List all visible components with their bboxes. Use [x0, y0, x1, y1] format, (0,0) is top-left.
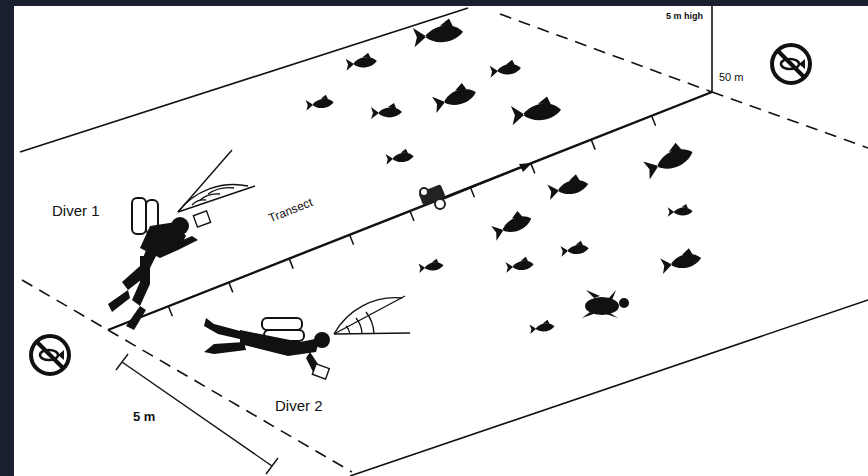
- end-boundary: [500, 14, 712, 92]
- dimension-tick: [116, 354, 128, 370]
- transect-ticks: [168, 116, 655, 316]
- dimension-label: Diver 1: [52, 203, 100, 220]
- fish: [305, 94, 334, 111]
- transect-tick: [350, 235, 354, 245]
- fish: [345, 52, 377, 71]
- dimension-tick: [266, 458, 278, 474]
- dimension-label: Diver 2: [275, 398, 323, 415]
- fish: [510, 95, 562, 125]
- transect-line: [108, 92, 712, 330]
- start-boundary: [22, 280, 108, 330]
- fish: [529, 319, 555, 334]
- fish: [641, 138, 696, 179]
- fish: [431, 80, 479, 113]
- camera: [418, 184, 445, 209]
- transect-tick: [229, 282, 233, 292]
- fish: [659, 246, 702, 273]
- frame-top: [0, 0, 868, 6]
- transect-tick: [652, 116, 656, 126]
- turtle: [582, 290, 629, 318]
- fish: [505, 256, 534, 273]
- no-fishing-sign: [31, 336, 69, 374]
- fish: [489, 59, 521, 78]
- dimension-label: 5 m: [133, 410, 155, 424]
- outer-boundary: [350, 300, 868, 476]
- transect-tick: [531, 163, 535, 173]
- height-line: [711, 6, 713, 92]
- no-fishing-sign: [772, 45, 810, 83]
- arrow-head: [519, 163, 532, 172]
- fish: [560, 240, 589, 257]
- fish: [418, 258, 444, 273]
- fish: [546, 172, 589, 199]
- fish-group: [305, 17, 703, 334]
- fish: [412, 17, 464, 47]
- frame-left: [0, 0, 14, 476]
- dimension-line: [122, 362, 272, 466]
- transect-tick: [410, 211, 414, 221]
- fish: [489, 207, 534, 240]
- outer-boundary: [20, 8, 468, 152]
- transect-tick: [591, 140, 595, 150]
- dimension-label: 5 m high: [666, 12, 703, 22]
- diver-2: [204, 296, 410, 379]
- fish: [668, 204, 693, 217]
- diver-1: [108, 150, 255, 330]
- direction-arrow: [436, 166, 524, 202]
- dimension-label: 50 m: [719, 71, 743, 83]
- transect-tick: [470, 187, 474, 197]
- end-boundary: [712, 92, 868, 148]
- transect-tick: [289, 259, 293, 269]
- fish: [371, 103, 402, 119]
- transect-tick: [168, 306, 172, 316]
- fish: [385, 148, 414, 165]
- start-boundary: [108, 330, 352, 472]
